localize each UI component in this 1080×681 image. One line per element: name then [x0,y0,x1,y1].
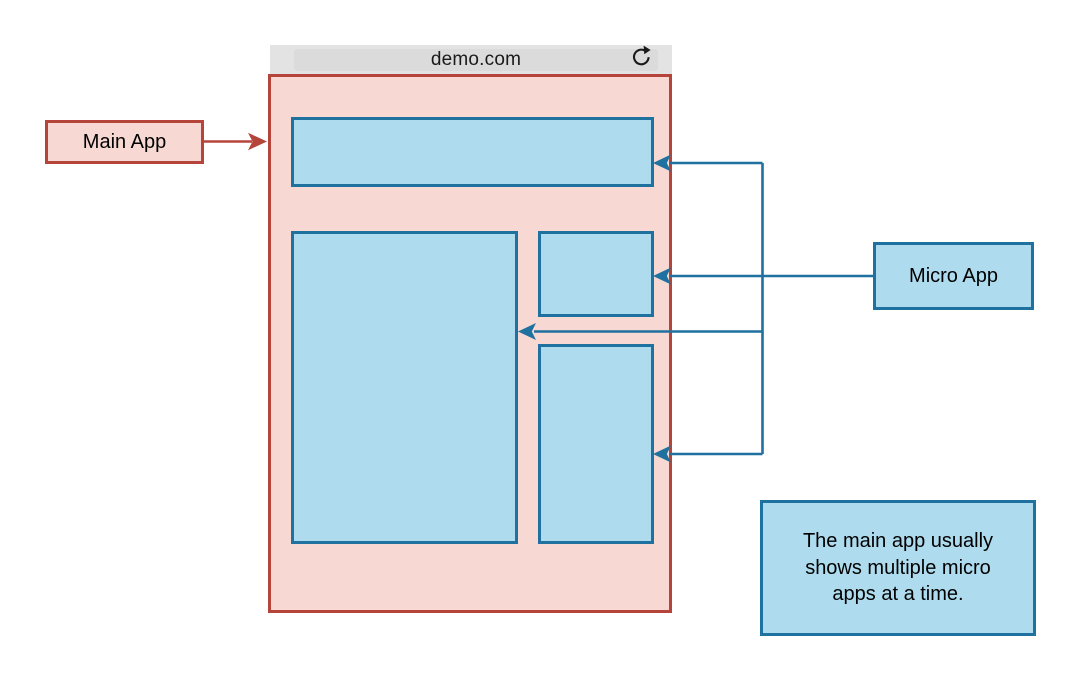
main-app-label: Main App [45,120,204,164]
reload-icon [632,45,651,66]
note-box: The main app usually shows multiple micr… [760,500,1036,636]
main-app-arrow [204,132,267,151]
micro-app-top-right [538,231,654,317]
micro-app-banner [291,117,654,187]
micro-app-bottom-right [538,344,654,544]
micro-app-main-content [291,231,518,544]
address-bar: demo.com [294,49,658,71]
browser-toolbar: demo.com [270,45,672,74]
address-url: demo.com [430,49,522,70]
micro-app-label: Micro App [873,242,1034,310]
